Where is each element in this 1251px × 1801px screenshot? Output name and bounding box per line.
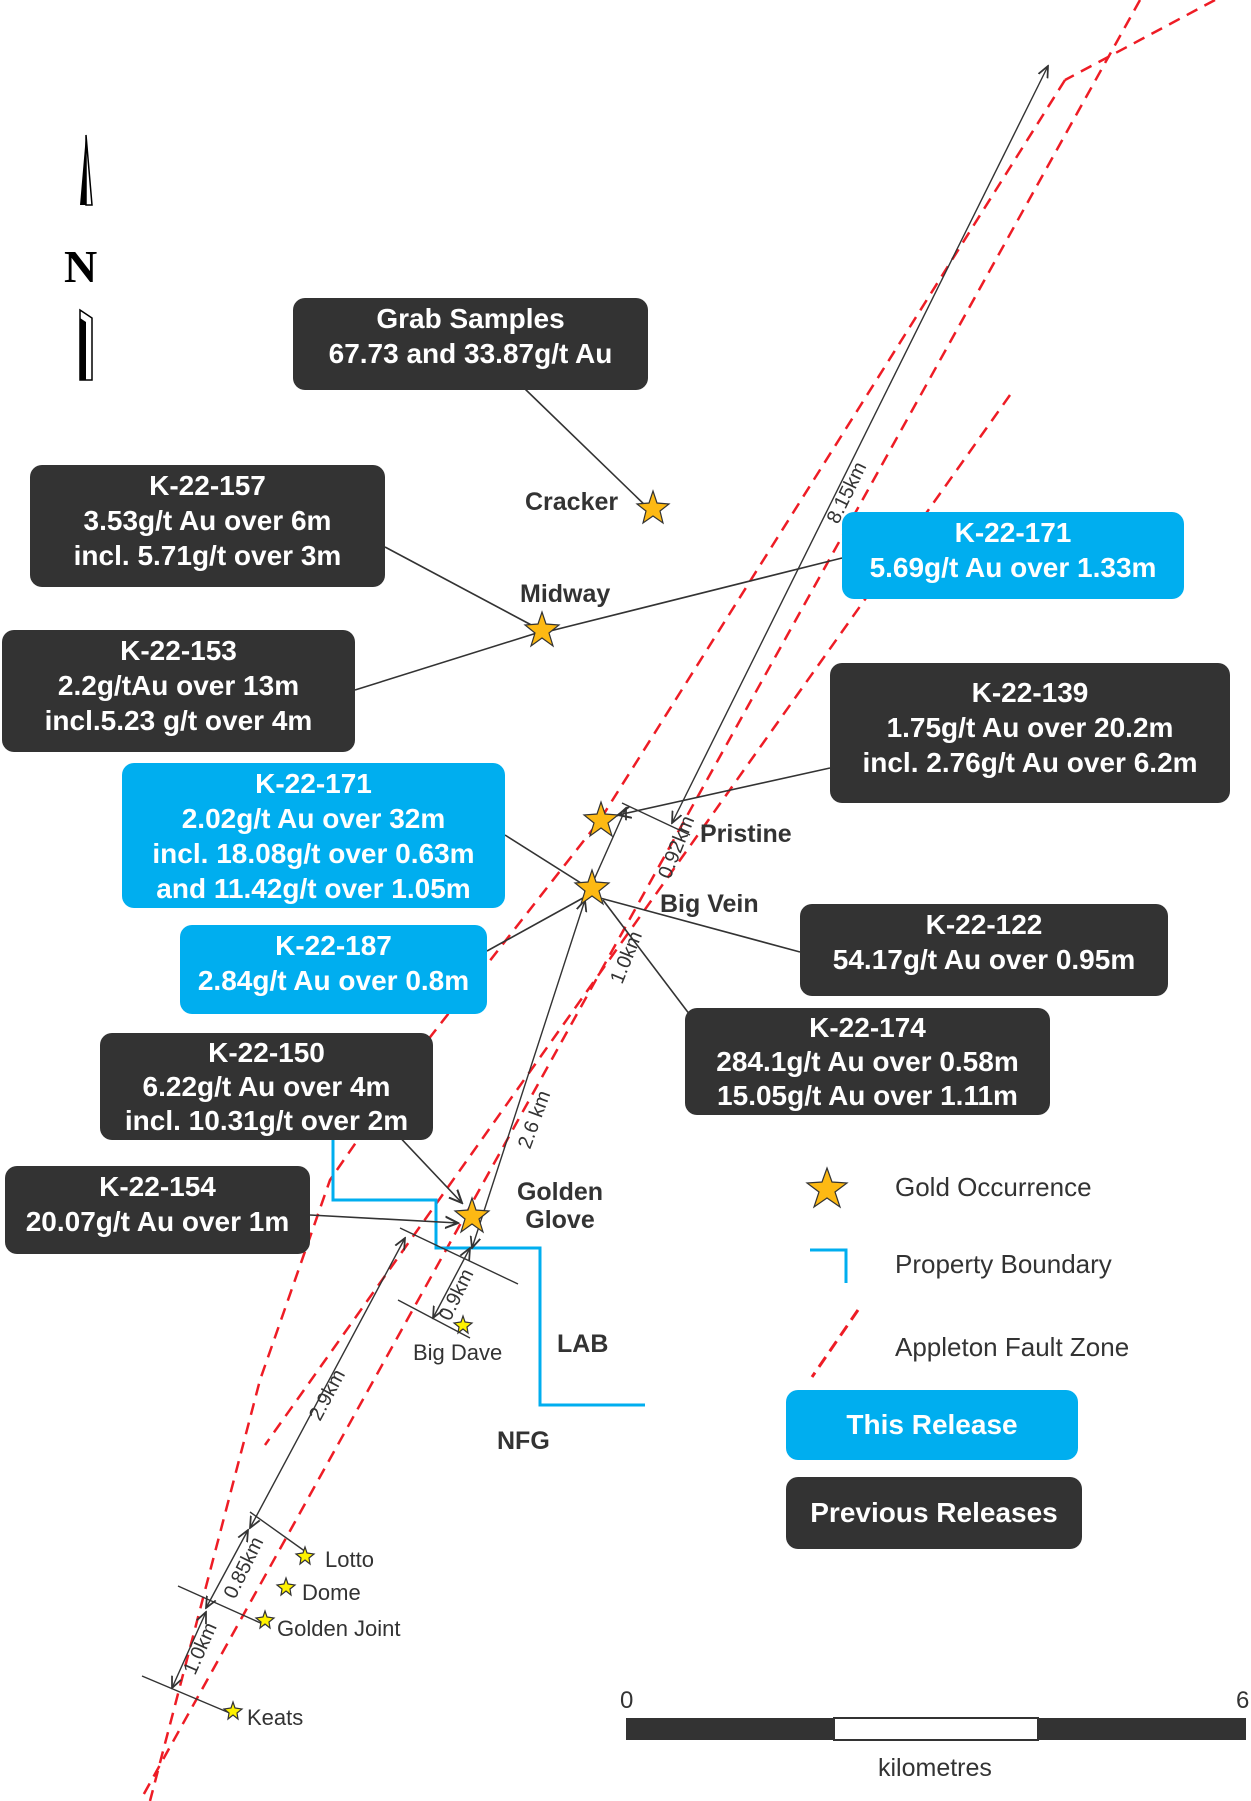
- box-line: and 11.42g/t over 1.05m: [156, 873, 471, 904]
- box-line: incl. 18.08g/t over 0.63m: [152, 838, 475, 869]
- box-line: K-22-187: [275, 930, 392, 961]
- result-box-k-22-174: K-22-174 284.1g/t Au over 0.58m 15.05g/t…: [685, 1008, 1050, 1115]
- box-line: 67.73 and 33.87g/t Au: [328, 338, 613, 369]
- label-line: Golden: [516, 1178, 604, 1206]
- box-line: K-22-174: [809, 1012, 926, 1043]
- star-icon: [275, 1576, 297, 1597]
- star-icon: [805, 1166, 849, 1209]
- box-line: incl.5.23 g/t over 4m: [44, 705, 313, 736]
- box-line: Grab Samples: [376, 303, 565, 334]
- star-icon: [452, 1314, 474, 1335]
- legend-this-release: This Release: [786, 1390, 1078, 1460]
- occurrence-label-keats: Keats: [247, 1705, 304, 1730]
- occurrence-label-dome: Dome: [302, 1580, 361, 1605]
- legend-gold-occurrence: Gold Occurrence: [895, 1172, 1092, 1202]
- box-line: K-22-171: [255, 768, 372, 799]
- result-box-k-22-154: K-22-154 20.07g/t Au over 1m: [5, 1166, 310, 1254]
- star-icon: [635, 489, 671, 525]
- box-line: K-22-157: [149, 470, 266, 501]
- occurrence-label-lotto: Lotto: [325, 1547, 374, 1572]
- north-label: N: [64, 241, 97, 292]
- box-line: 284.1g/t Au over 0.58m: [716, 1046, 1019, 1077]
- star-icon: [523, 610, 561, 648]
- result-box-k-22-153: K-22-153 2.2g/tAu over 13m incl.5.23 g/t…: [2, 630, 355, 752]
- box-line: K-22-122: [925, 909, 1043, 940]
- scale-end: 6: [1236, 1687, 1249, 1714]
- box-line: K-22-171: [954, 517, 1072, 548]
- result-box-k-22-171-big-vein: K-22-171 2.02g/t Au over 32m incl. 18.08…: [122, 763, 505, 908]
- box-line: 54.17g/t Au over 0.95m: [832, 944, 1136, 975]
- legend-symbols: [805, 1166, 860, 1378]
- box-line: incl. 2.76g/t Au over 6.2m: [862, 747, 1198, 778]
- box-line: 2.2g/tAu over 13m: [57, 670, 300, 701]
- fault-icon: [810, 1309, 860, 1378]
- occurrence-label-midway: Midway: [520, 580, 611, 608]
- box-line: K-22-154: [99, 1171, 216, 1202]
- occurrence-label-pristine: Pristine: [700, 820, 792, 848]
- occurrence-label-golden-glove: Golden Glove: [515, 1178, 605, 1234]
- result-box-k-22-150: K-22-150 6.22g/t Au over 4m incl. 10.31g…: [100, 1033, 433, 1140]
- distance-label: 0.9km: [435, 1266, 479, 1325]
- occurrence-label-golden-joint: Golden Joint: [277, 1616, 401, 1641]
- box-line: K-22-153: [120, 635, 237, 666]
- scale-unit: kilometres: [878, 1754, 992, 1782]
- box-line: 2.02g/t Au over 32m: [181, 803, 446, 834]
- box-line: 20.07g/t Au over 1m: [25, 1206, 290, 1237]
- result-box-k-22-187: K-22-187 2.84g/t Au over 0.8m: [180, 925, 487, 1014]
- box-line: incl. 10.31g/t over 2m: [124, 1105, 409, 1136]
- star-icon: [294, 1545, 316, 1566]
- star-icon: [453, 1196, 491, 1234]
- distance-label: 1.0km: [179, 1619, 221, 1678]
- distance-label: 2.9km: [305, 1366, 350, 1424]
- occurrence-label-cracker: Cracker: [525, 488, 619, 516]
- legend-previous-releases: Previous Releases: [786, 1477, 1082, 1549]
- north-arrow: N: [64, 134, 97, 381]
- gold-occurrences: [222, 489, 671, 1721]
- scale-start: 0: [620, 1687, 633, 1714]
- scale-bar: 0 6 kilometres: [620, 1687, 1249, 1782]
- box-line: 3.53g/t Au over 6m: [83, 505, 332, 536]
- result-box-grab-samples: Grab Samples 67.73 and 33.87g/t Au: [293, 298, 648, 390]
- occurrence-label-big-dave: Big Dave: [413, 1340, 503, 1365]
- star-icon: [582, 800, 620, 838]
- box-line: 15.05g/t Au over 1.11m: [717, 1080, 1018, 1111]
- box-line: 6.22g/t Au over 4m: [142, 1071, 391, 1102]
- result-box-k-22-171-north: K-22-171 5.69g/t Au over 1.33m: [842, 512, 1184, 599]
- distance-lines: [141, 66, 1048, 1715]
- legend-property-boundary: Property Boundary: [895, 1249, 1112, 1279]
- box-line: 1.75g/t Au over 20.2m: [886, 712, 1174, 743]
- box-line: 2.84g/t Au over 0.8m: [197, 965, 470, 996]
- box-line: K-22-150: [208, 1037, 325, 1068]
- property-label-nfg: NFG: [497, 1427, 550, 1455]
- label-line: Glove: [525, 1206, 595, 1234]
- box-line: incl. 5.71g/t over 3m: [73, 540, 342, 571]
- box-line: 5.69g/t Au over 1.33m: [869, 552, 1157, 583]
- distance-label: 0.92km: [654, 813, 699, 882]
- result-box-k-22-122: K-22-122 54.17g/t Au over 0.95m: [800, 904, 1168, 996]
- star-icon: [222, 1700, 244, 1721]
- boundary-icon: [810, 1248, 848, 1283]
- occurrence-label-big-vein: Big Vein: [660, 890, 759, 918]
- legend-appleton-fault-zone: Appleton Fault Zone: [895, 1332, 1130, 1362]
- result-box-k-22-139: K-22-139 1.75g/t Au over 20.2m incl. 2.7…: [830, 663, 1230, 803]
- result-box-k-22-157: K-22-157 3.53g/t Au over 6m incl. 5.71g/…: [30, 465, 385, 587]
- property-label-lab: LAB: [557, 1330, 609, 1358]
- box-line: K-22-139: [971, 677, 1089, 708]
- star-icon: [254, 1609, 276, 1630]
- star-icon: [573, 868, 611, 906]
